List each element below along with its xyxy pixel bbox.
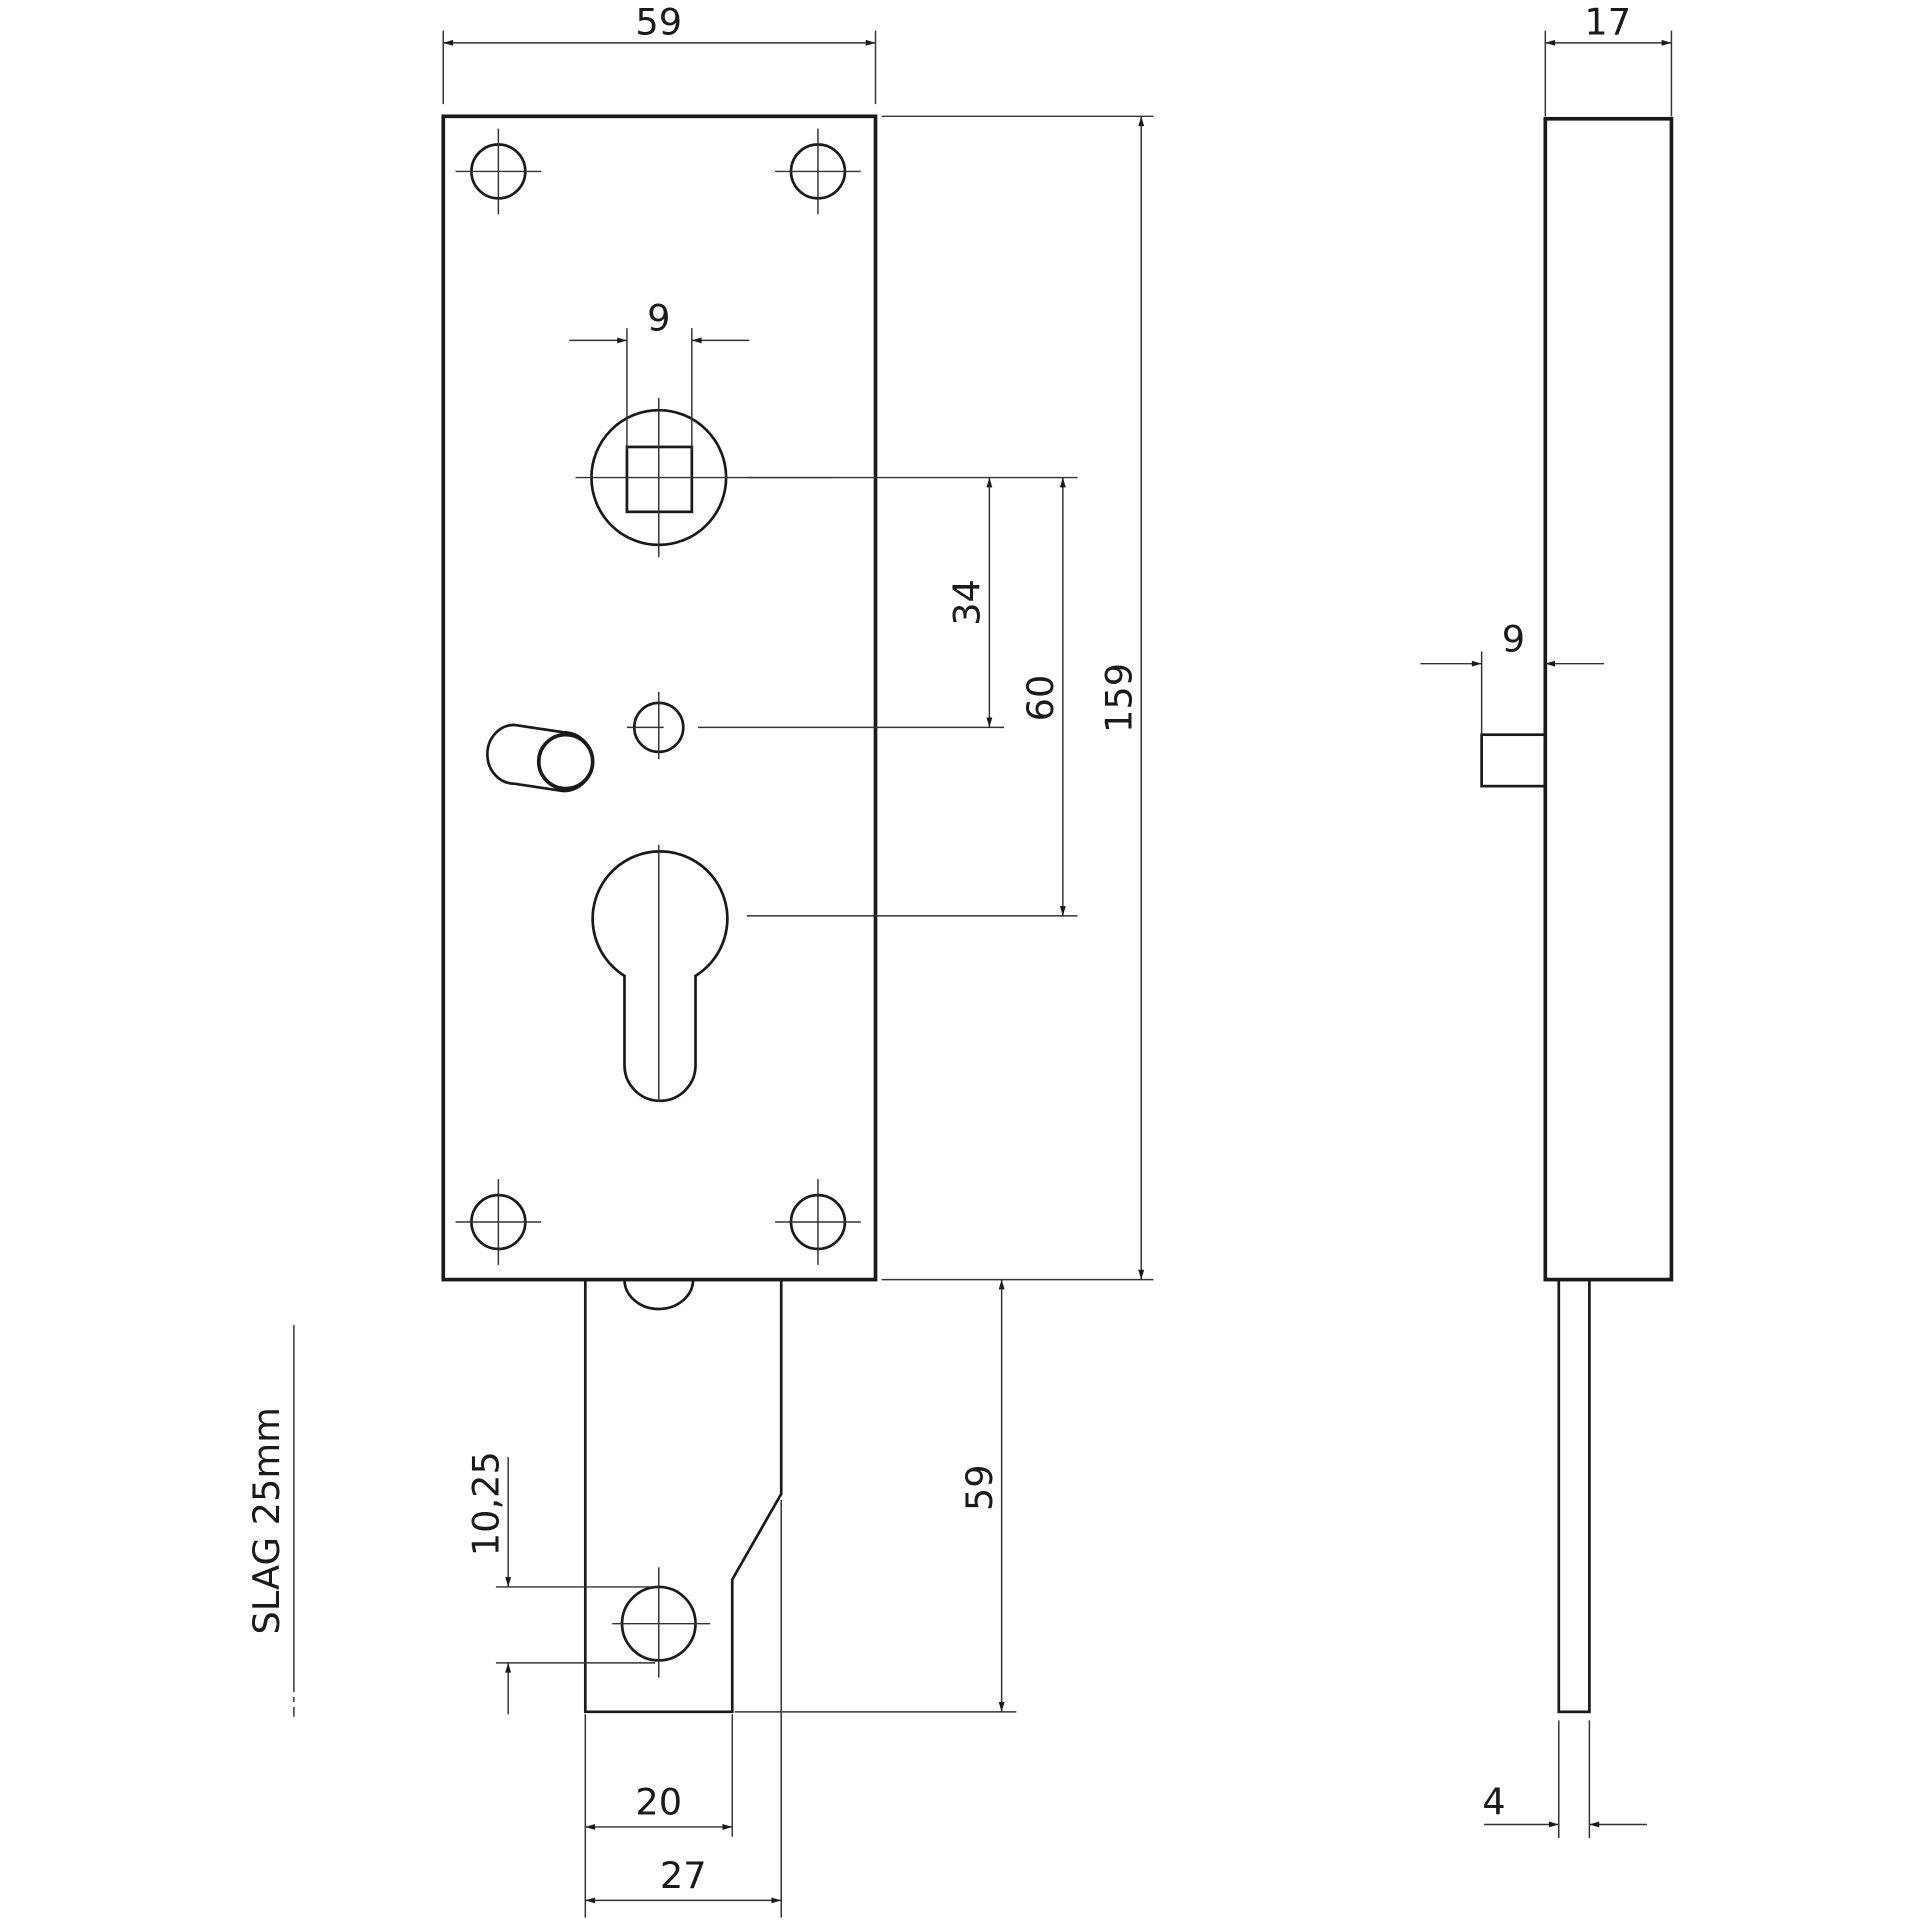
dim-label: 59 [635, 0, 682, 43]
dim-label: 10,25 [464, 1451, 507, 1556]
dim-label: 59 [958, 1464, 1001, 1511]
dim-60: 60 [746, 476, 1078, 917]
dim-side-depth: 17 [1544, 0, 1673, 117]
front-plate [441, 114, 878, 1282]
screw-hole-icon [455, 1179, 542, 1265]
cylinder-cutout [591, 844, 729, 1103]
dim-20: 20 [584, 1500, 782, 1918]
side-view [1480, 116, 1674, 1714]
stroke-annotation: SLAG 25mm [245, 1324, 295, 1717]
slot [486, 723, 595, 793]
stroke-label: SLAG 25mm [245, 1407, 288, 1634]
dim-label: 20 [635, 1781, 682, 1824]
screw-hole-icon [455, 128, 542, 215]
dim-plate-width: 59 [442, 0, 877, 105]
dim-label: 4 [1482, 1781, 1505, 1824]
screw-hole-icon [775, 1179, 861, 1265]
dim-label: 60 [1019, 675, 1062, 722]
dim-label: 27 [660, 1854, 707, 1897]
dim-label: 9 [1502, 617, 1525, 660]
dim-side-thickness: 4 [1482, 1720, 1647, 1838]
dim-34: 34 [697, 477, 1005, 729]
dim-label: 34 [946, 579, 989, 626]
screw-holes [455, 128, 861, 1265]
dim-label: 9 [647, 297, 670, 340]
dim-side-pin: 9 [1420, 617, 1605, 735]
dim-159: 159 [881, 115, 1154, 1281]
dim-10-25: 10,25 [464, 1451, 656, 1715]
dim-spindle-width: 9 [569, 297, 750, 451]
dim-bolt-length: 59 [734, 1279, 1017, 1713]
dim-label: 17 [1584, 0, 1631, 43]
screw-hole-icon [775, 128, 861, 215]
dim-label: 159 [1097, 663, 1140, 733]
center-hole [626, 691, 685, 760]
dim-27: 27 [585, 1854, 782, 1904]
bolt [583, 1279, 783, 1714]
